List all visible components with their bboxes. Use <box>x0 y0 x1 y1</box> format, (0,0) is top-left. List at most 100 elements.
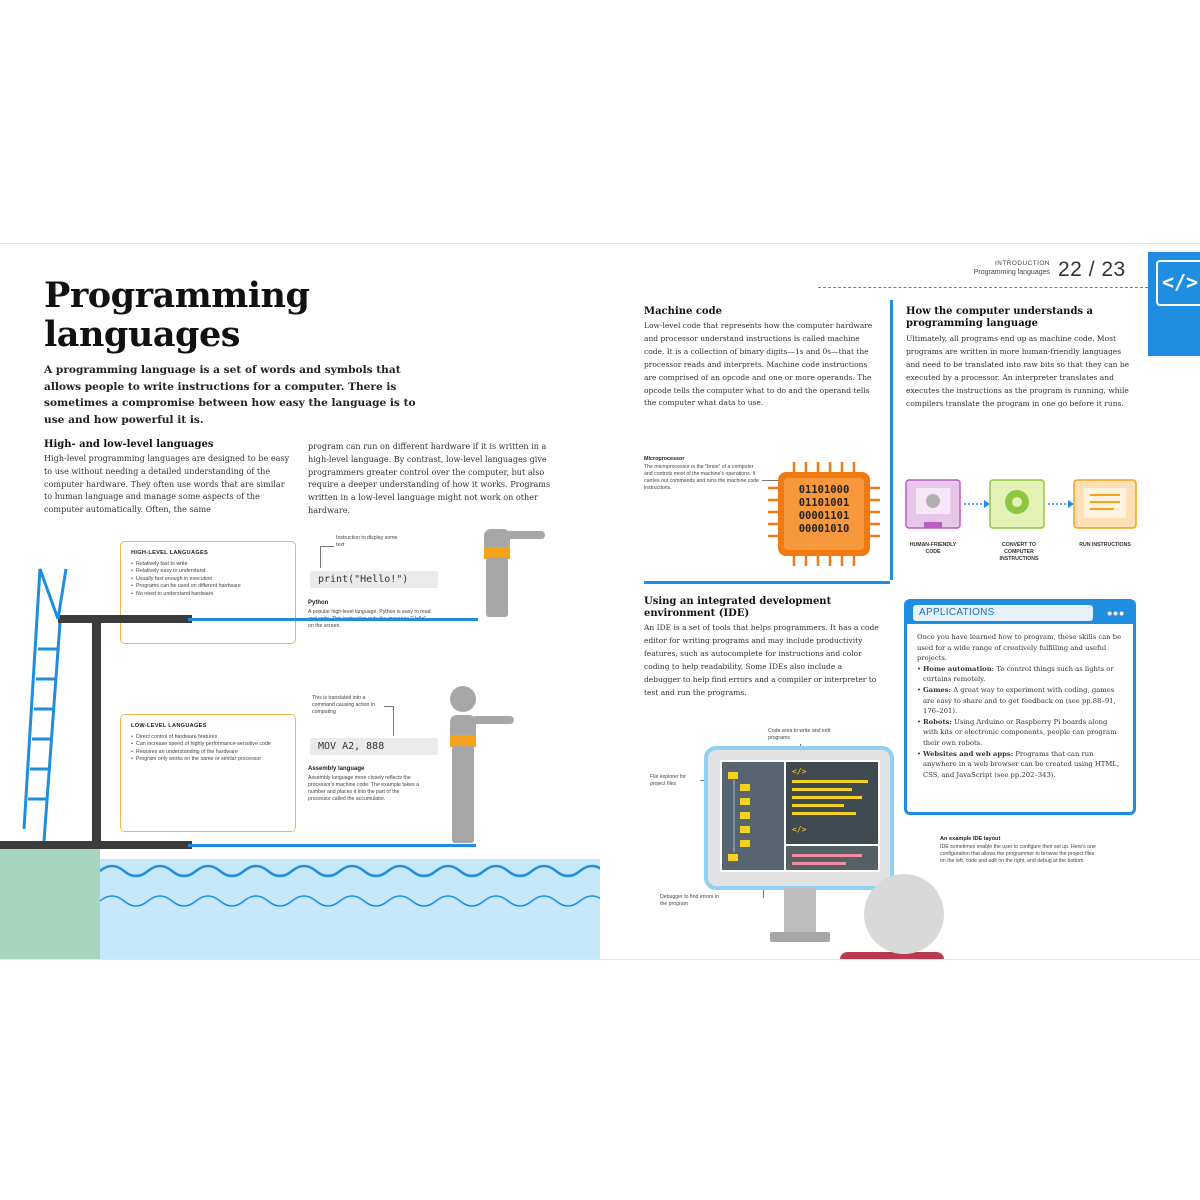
high-board <box>188 618 478 621</box>
monitor-base <box>770 932 830 942</box>
binary-line: 00001010 <box>798 523 850 535</box>
list-item: Direct control of hardware features <box>131 734 285 742</box>
low-board <box>188 844 476 847</box>
header-rule <box>818 287 1148 288</box>
high-level-box-title: HIGH-LEVEL LANGUAGES <box>131 550 209 556</box>
folder-icon <box>728 854 738 861</box>
applications-header: APPLICATIONS ••• <box>907 602 1133 624</box>
high-low-heading: High- and low-level languages <box>44 439 214 450</box>
binary-line: 00001101 <box>798 510 850 522</box>
microprocessor-heading: Microprocessor <box>644 456 685 462</box>
list-item: No need to understand hardware <box>131 591 285 599</box>
section-label: INTRODUCTION <box>995 260 1050 267</box>
machine-code-text: Low-level code that represents how the c… <box>644 321 873 408</box>
step-label-3: RUN INSTRUCTIONS <box>1079 542 1131 548</box>
list-item: Websites and web apps: Programs that can… <box>917 749 1123 781</box>
applications-intro: Once you have learned how to program, th… <box>917 633 1122 663</box>
high-low-col2: program can run on different hardware if… <box>308 441 551 515</box>
list-item: Relatively fast to write <box>131 561 285 569</box>
file-explorer-panel <box>722 762 784 870</box>
python-heading: Python <box>308 600 329 606</box>
applications-title: APPLICATIONS <box>913 605 1093 621</box>
svg-text:</>: </> <box>792 767 807 776</box>
debugger-panel <box>786 846 878 870</box>
ide-layout-heading: An example IDE layout <box>940 836 1001 842</box>
assembly-note: This is translated into a command causin… <box>312 695 375 715</box>
file-explorer-note: File explorer for project files <box>650 774 687 787</box>
page-numbers: 22 / 23 <box>1058 258 1126 281</box>
step-label-2: CONVERT TO COMPUTER INSTRUCTIONS <box>999 542 1039 562</box>
list-item: Program only works on the same or simila… <box>131 756 285 764</box>
assembly-heading: Assembly language <box>308 766 365 772</box>
code-brackets-icon: </> <box>1156 260 1200 306</box>
assembly-caption: Assembly language more closely reflects … <box>308 775 420 802</box>
ladder-rail <box>42 622 62 842</box>
list-item: Requires an understanding of the hardwar… <box>131 749 285 757</box>
applications-list: Home automation: To control things such … <box>917 664 1123 781</box>
list-item: Relatively easy to understand <box>131 568 285 576</box>
list-item: Usually fast enough in execution <box>131 576 285 584</box>
low-diver <box>450 686 514 843</box>
pool-wall <box>0 849 100 959</box>
assembly-code: MOV A2, 888 <box>310 738 438 755</box>
section-divider <box>644 581 890 584</box>
person-icon <box>926 494 940 508</box>
chapter-tab: </> <box>1148 252 1200 356</box>
svg-text:</>: </> <box>792 825 807 834</box>
board-post <box>92 619 101 841</box>
title-line-1: Programming <box>44 275 310 316</box>
folder-icon <box>740 798 750 805</box>
high-diver <box>484 529 545 617</box>
folder-icon <box>740 812 750 819</box>
understand-heading: How the computer understands a programmi… <box>906 306 1094 329</box>
intro-paragraph: A programming language is a set of words… <box>44 364 416 426</box>
high-low-col1: High-level programming languages are des… <box>44 453 290 515</box>
binary-line: 01101001 <box>798 497 850 509</box>
applications-body: Once you have learned how to program, th… <box>907 624 1133 788</box>
folder-icon <box>740 840 750 847</box>
high-level-box: HIGH-LEVEL LANGUAGES Relatively fast to … <box>120 541 296 644</box>
wave-line <box>99 895 600 907</box>
folder-icon <box>740 826 750 833</box>
code-area-note: Code area to write and edit programs <box>768 728 831 741</box>
ide-layout-text: IDE sometimes enable the user to configu… <box>940 844 1096 864</box>
low-level-box-title: LOW-LEVEL LANGUAGES <box>131 723 207 729</box>
high-board-base <box>58 615 192 623</box>
code-editor-panel <box>786 762 878 844</box>
low-level-box: LOW-LEVEL LANGUAGES Direct control of ha… <box>120 714 296 832</box>
ide-heading: Using an integrated development environm… <box>644 596 832 619</box>
diving-board-illustration <box>0 529 600 959</box>
ladder-rail <box>56 568 68 620</box>
python-note-leader <box>320 546 334 568</box>
list-item: Robots: Using Arduino or Raspberry Pi bo… <box>917 717 1123 749</box>
binary-code: 01101000 01101001 00001101 00001010 <box>784 484 864 536</box>
applications-box: APPLICATIONS ••• Once you have learned h… <box>904 599 1136 815</box>
microprocessor-chip <box>768 462 880 566</box>
list-item: Can increase speed of highly performance… <box>131 741 285 749</box>
understand-text: Ultimately, all programs end up as machi… <box>906 334 1130 408</box>
list-item: Programs can be used on different hardwa… <box>131 583 285 591</box>
subsection-label: Programming languages <box>973 269 1050 276</box>
high-level-list: Relatively fast to write Relatively easy… <box>131 561 285 598</box>
ladder-rail <box>22 568 60 830</box>
assembly-note-leader <box>384 706 394 736</box>
wave-line <box>99 864 600 878</box>
step-label-1: HUMAN-FRIENDLY CODE <box>909 542 957 555</box>
low-board-base <box>0 841 192 849</box>
page-title: Programming languages <box>44 275 310 354</box>
ide-monitor-illustration: </> </> <box>704 746 944 959</box>
python-code: print("Hello!") <box>310 571 438 588</box>
chip-pins <box>768 462 880 566</box>
python-note: Instruction to display some text <box>336 535 398 548</box>
viewer-body <box>840 952 944 959</box>
chip-face <box>784 478 864 550</box>
low-level-list: Direct control of hardware features Can … <box>131 734 285 764</box>
binary-line: 01101000 <box>798 484 850 496</box>
folder-icon <box>740 784 750 791</box>
microprocessor-caption: The microprocessor is the "brain" of a c… <box>644 464 760 491</box>
window-dots-icon: ••• <box>1107 605 1125 621</box>
book-spread: Programming languages A programming lang… <box>0 243 1200 960</box>
ide-text: An IDE is a set of tools that helps prog… <box>644 623 879 697</box>
list-item: Games: A great way to experiment with co… <box>917 685 1123 717</box>
monitor-stand <box>784 888 816 936</box>
